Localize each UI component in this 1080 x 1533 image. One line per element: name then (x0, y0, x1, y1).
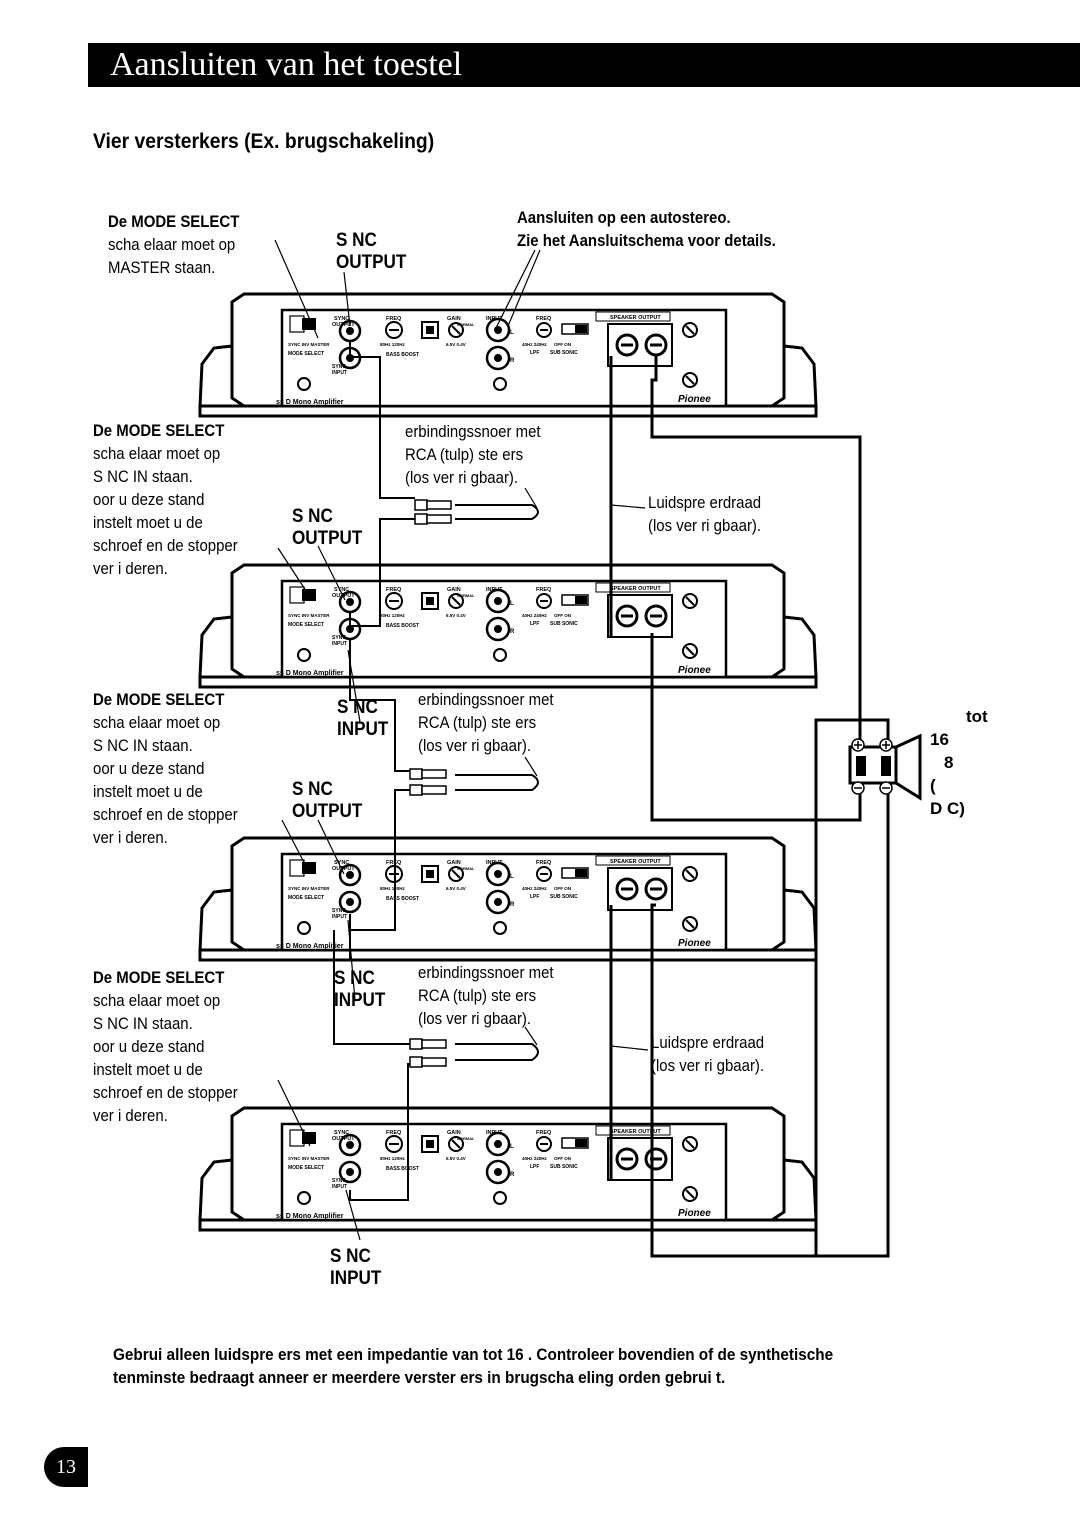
sync-cables (333, 340, 539, 1201)
mode-sync-label-2: De MODE SELECT scha elaar moet op S NC I… (93, 421, 238, 578)
amplifier-master (198, 292, 818, 418)
amplifier-slave-2 (198, 836, 818, 962)
header-bar (88, 43, 1080, 87)
speaker-symbol (848, 733, 922, 801)
footer-note: Gebrui alleen luidspre ers met een imped… (113, 1345, 834, 1387)
stereo-label: Aansluiten op een autostereo. Zie het Aa… (517, 208, 776, 250)
amplifier-slave-3 (198, 1106, 818, 1232)
speaker-wire-label-1: Luidspre erdraad(los ver ri gbaar). (648, 493, 762, 535)
amplifier-slave-1 (198, 563, 818, 689)
section-title: Vier versterkers (Ex. brugschakeling) (93, 130, 435, 153)
speaker-wire-label-2: Luidspre erdraad(los ver ri gbaar). (651, 1033, 765, 1075)
mode-master-label: De MODE SELECT scha elaar moet op MASTER… (108, 212, 240, 277)
speaker-wires (609, 356, 890, 1258)
mode-sync-label-3: De MODE SELECT scha elaar moet op S NC I… (93, 690, 238, 847)
rca-plugs (409, 499, 452, 1068)
page-title: Aansluiten van het toestel (110, 46, 463, 83)
speaker-impedance-label: tot 16 8 ( D C) (930, 707, 988, 818)
page-number: 13 (44, 1447, 88, 1487)
sync-output-label-1: S NC OUTPUT (336, 230, 407, 273)
mode-sync-label-4: De MODE SELECT scha elaar moet op S NC I… (93, 968, 238, 1125)
